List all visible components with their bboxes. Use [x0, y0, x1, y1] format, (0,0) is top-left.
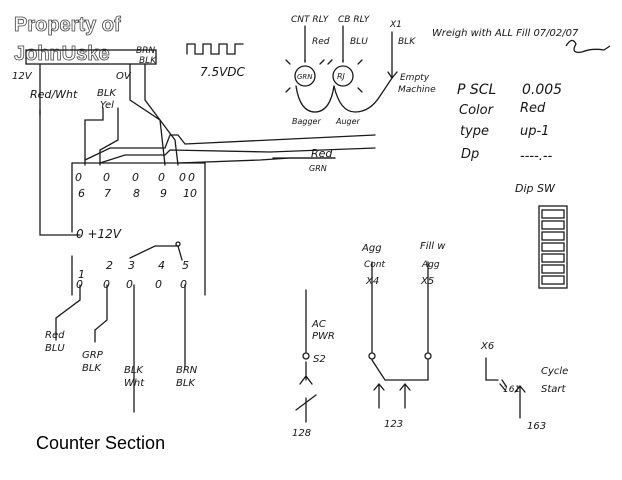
terminal-num-8: 8	[133, 187, 140, 200]
label-supply: 7.5VDC	[200, 65, 246, 79]
label-x4: X4	[365, 276, 379, 287]
red-wht-wire	[39, 63, 81, 236]
label-bagger: Bagger	[292, 117, 321, 126]
wire-3-top: BRN	[176, 365, 198, 376]
label-start: Start	[541, 384, 567, 395]
label-cycle: Cycle	[541, 366, 568, 377]
label-empty: Empty	[400, 73, 430, 83]
svg-text:0: 0	[155, 278, 162, 291]
terminal-num-3: 3	[128, 259, 135, 272]
terminal-bottom-row: 0	[76, 278, 83, 291]
label-yel: Yel	[100, 100, 114, 111]
type-label: type	[460, 124, 489, 139]
watermark-line1: Property of	[14, 14, 121, 36]
svg-text:0: 0	[126, 278, 133, 291]
svg-text:0: 0	[103, 278, 110, 291]
label-cb-rly: CB RLY	[338, 15, 371, 25]
label-relay-blk: BLK	[398, 37, 416, 47]
dp-value: ----.--	[520, 149, 553, 164]
bottom-wire-labels: Red BLU GRP BLK BLK Wht BRN BLK	[45, 330, 198, 389]
terminal-num-6: 6	[78, 187, 85, 200]
label-fill-w: Fill w	[420, 241, 446, 252]
color-label: Color	[459, 103, 495, 118]
signature	[565, 39, 611, 53]
label-ac: AC	[311, 319, 326, 330]
label-cnt-rly: CNT RLY	[291, 15, 330, 25]
terminal-top-2: 0	[132, 171, 139, 184]
pulse-symbol	[186, 43, 244, 55]
label-12v: 12V	[12, 71, 33, 82]
label-machine: Machine	[398, 85, 436, 95]
wire-0-bottom: BLU	[45, 343, 65, 354]
wire-0-top: Red	[45, 330, 65, 341]
terminal-top-0: 0	[75, 171, 82, 184]
wire-grn: GRN	[309, 164, 327, 173]
terminal-strip-top: 0 0 0 0 0 0 6 7 8 9 10	[75, 171, 197, 200]
terminal-num-1: 1	[78, 268, 85, 281]
label-pwr: PWR	[312, 331, 335, 342]
label-blk2: BLK	[139, 56, 157, 66]
label-auger: Auger	[335, 117, 361, 126]
wire-2-bottom: Wht	[124, 378, 145, 389]
label-blk: BLK	[97, 88, 117, 99]
header-note: Wreigh with ALL Fill 07/02/07	[432, 28, 579, 39]
terminal-num-7: 7	[104, 187, 111, 200]
wire-red: Red	[311, 147, 333, 160]
svg-text:0: 0	[180, 278, 187, 291]
wire-1-bottom: BLK	[82, 363, 102, 374]
label-x1: X1	[389, 20, 402, 30]
pscl-label: P SCL	[457, 82, 496, 98]
power-label: 0 +12V	[76, 227, 122, 241]
label-brn: BRN	[136, 46, 155, 56]
dip-label: Dip SW	[515, 182, 556, 195]
terminal-top-3: 0	[158, 171, 165, 184]
diagram-caption: Counter Section	[36, 433, 166, 453]
wire-2-top: BLK	[124, 365, 144, 376]
label-agg: Agg	[361, 243, 382, 254]
label-s2: S2	[313, 354, 326, 365]
label-agg2: Agg	[421, 260, 440, 270]
label-red-wht: Red/Wht	[30, 88, 78, 101]
label-x6: X6	[480, 341, 494, 352]
label-cont: Cont	[364, 260, 385, 270]
label-123: 123	[384, 419, 403, 430]
terminal-num-4: 4	[158, 259, 165, 272]
terminal-num-9: 9	[160, 187, 167, 200]
label-grn: GRN	[297, 73, 313, 81]
label-rj: RJ	[337, 72, 346, 81]
terminal-top-4: 0	[179, 171, 186, 184]
color-value: Red	[520, 101, 546, 116]
terminal-top-5: 0	[188, 171, 195, 184]
dip-switch-block	[538, 205, 568, 289]
terminal-num-2: 2	[106, 259, 113, 272]
label-relay-red: Red	[312, 37, 330, 47]
label-relay-blu: BLU	[350, 37, 368, 47]
wire-1-top: GRP	[82, 350, 104, 361]
label-x5: X5	[420, 276, 434, 287]
watermark-line2: JohnUske	[14, 43, 110, 65]
connector-block	[25, 49, 157, 65]
type-value: up-1	[520, 124, 549, 139]
dp-label: Dp	[461, 147, 479, 162]
terminal-num-10: 10	[183, 187, 197, 200]
terminal-num-5: 5	[182, 259, 189, 272]
label-163: 163	[527, 421, 546, 432]
pscl-value: 0.005	[522, 82, 562, 98]
label-0v: OV	[116, 71, 132, 82]
wire-3-bottom: BLK	[176, 378, 196, 389]
label-128: 128	[292, 428, 311, 439]
label-161: 161	[503, 385, 520, 395]
terminal-strip-bottom: 2 3 4 5 1 0 0 0 0 0	[76, 259, 189, 291]
terminal-top-1: 0	[103, 171, 110, 184]
